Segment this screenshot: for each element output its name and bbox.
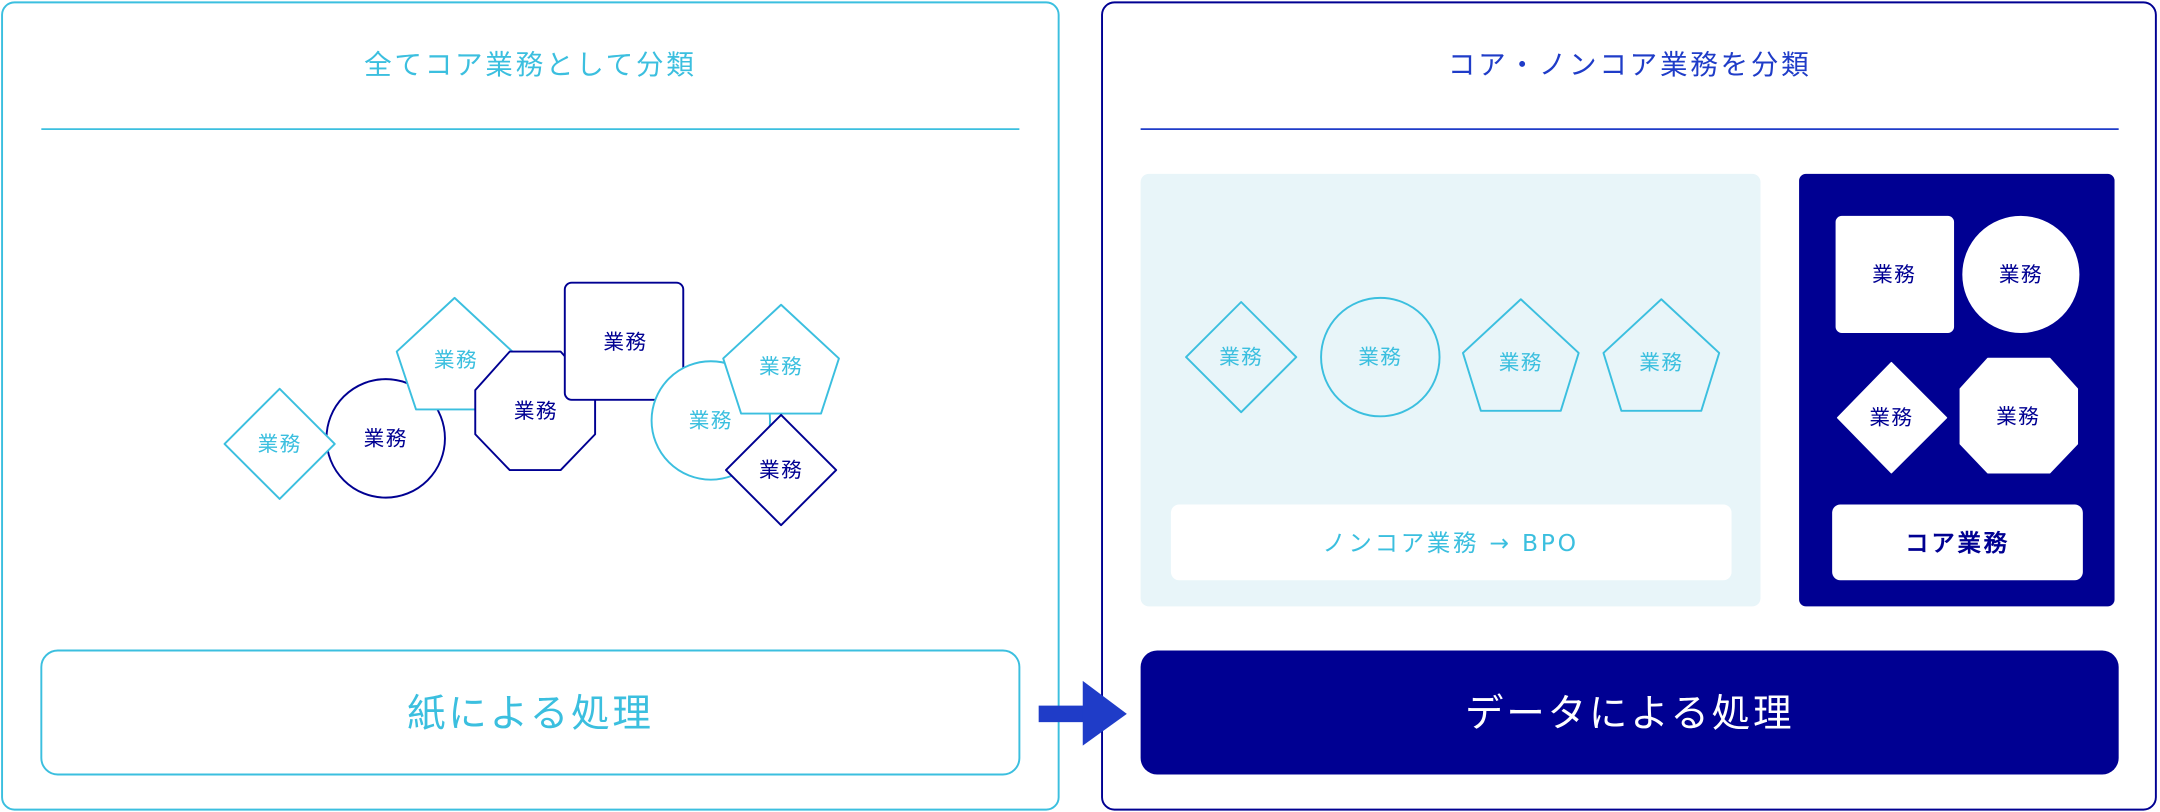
noncore-task-diamond: 業務 <box>1185 301 1298 414</box>
svg-text:業務: 業務 <box>1999 262 2043 286</box>
svg-text:業務: 業務 <box>258 432 302 456</box>
svg-text:業務: 業務 <box>1869 406 1913 430</box>
noncore-task-pentagon: 業務 <box>1461 298 1580 412</box>
svg-text:業務: 業務 <box>434 348 478 372</box>
noncore-task-pentagon-2: 業務 <box>1602 298 1721 412</box>
right-panel-title: コア・ノンコア業務を分類 <box>1448 49 1812 81</box>
core-task-diamond: 業務 <box>1836 361 1948 474</box>
core-label-box <box>1832 504 2083 581</box>
svg-text:業務: 業務 <box>759 355 803 379</box>
svg-text:業務: 業務 <box>1358 345 1402 369</box>
svg-text:業務: 業務 <box>603 330 647 354</box>
left-panel-title: 全てコア業務として分類 <box>364 49 697 81</box>
transition-arrow-icon <box>1038 680 1127 746</box>
svg-text:業務: 業務 <box>1996 404 2040 428</box>
core-label: コア業務 <box>1905 529 2010 557</box>
paper-processing-label: 紙による処理 <box>407 691 654 736</box>
task-diamond-light: 業務 <box>223 387 336 500</box>
svg-text:業務: 業務 <box>364 426 408 450</box>
task-diamond-navy: 業務 <box>725 413 838 527</box>
noncore-task-circle: 業務 <box>1320 296 1441 418</box>
noncore-bpo-label: ノンコア業務 → BPO <box>1322 529 1579 557</box>
svg-text:業務: 業務 <box>1639 351 1683 375</box>
noncore-bpo-label-box <box>1170 504 1732 581</box>
svg-text:業務: 業務 <box>1499 351 1543 375</box>
left-panel: 全てコア業務として分類 業務 業務 業務 業務 業務 <box>1 1 1060 811</box>
svg-text:業務: 業務 <box>689 408 733 432</box>
task-pentagon-light-2: 業務 <box>722 303 840 415</box>
paper-processing-box: 紙による処理 <box>40 649 1021 776</box>
core-task-circle: 業務 <box>1962 215 2080 333</box>
core-task-octagon: 業務 <box>1959 357 2079 474</box>
core-task-square: 業務 <box>1835 215 1955 333</box>
svg-text:業務: 業務 <box>759 458 803 482</box>
svg-text:業務: 業務 <box>1219 345 1263 369</box>
noncore-group: 業務 業務 業務 業務 ノンコア業務 → BPO <box>1140 173 1761 607</box>
svg-text:業務: 業務 <box>1872 262 1916 286</box>
left-task-cluster: 業務 業務 業務 業務 業務 業務 <box>223 281 840 527</box>
data-processing-label: データによる処理 <box>1465 691 1794 736</box>
data-processing-box: データによる処理 <box>1140 650 2119 775</box>
svg-text:業務: 業務 <box>514 399 558 423</box>
core-group: 業務 業務 業務 業務 コア業務 <box>1799 173 2115 607</box>
task-square-navy: 業務 <box>563 281 685 401</box>
right-panel: コア・ノンコア業務を分類 業務 業務 業務 業務 ノンコア業務 → BPO <box>1101 1 2157 811</box>
